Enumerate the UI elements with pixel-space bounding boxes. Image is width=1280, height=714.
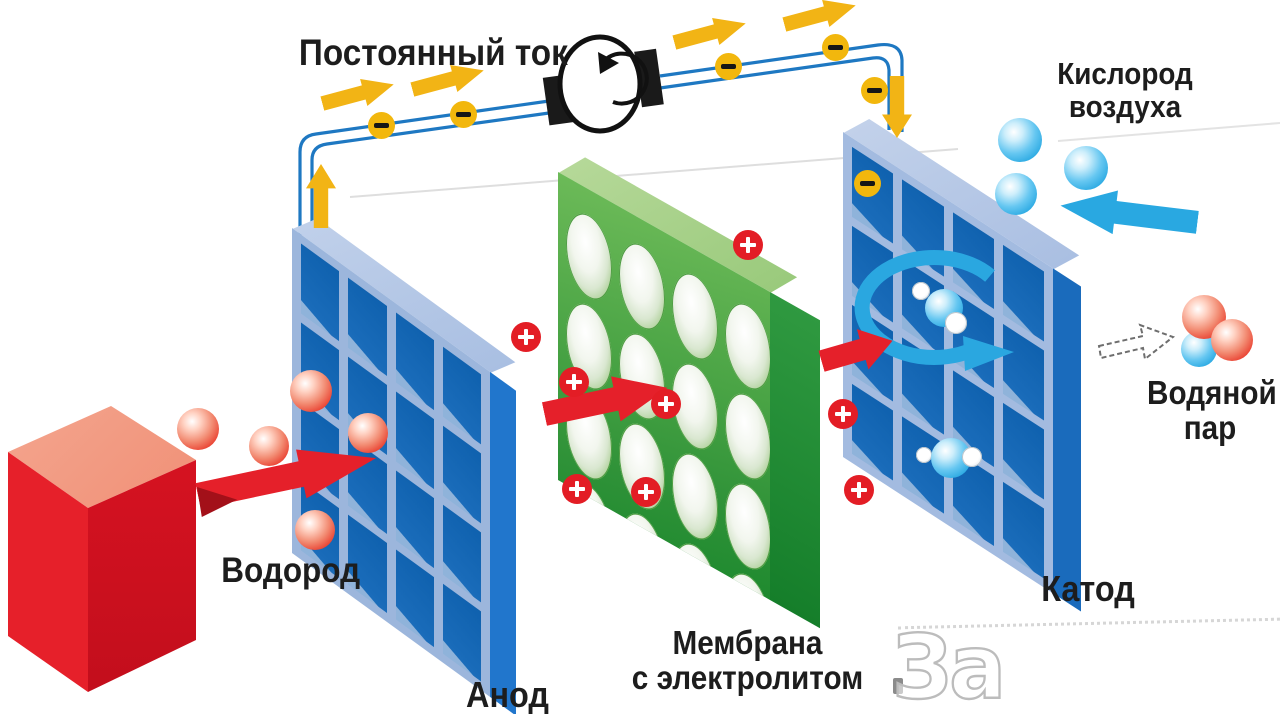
watermark-logo: За рулем xyxy=(891,615,1007,714)
electron-icon xyxy=(854,170,881,197)
proton-icon xyxy=(562,474,592,504)
circulation-arrow-icon xyxy=(854,250,1014,371)
hydrogen-molecule xyxy=(290,370,332,412)
proton-icon xyxy=(631,477,661,507)
motor-icon xyxy=(542,34,664,134)
electron-icon xyxy=(861,77,888,104)
cathode-label: Катод xyxy=(1041,568,1135,609)
anode-label: Анод xyxy=(466,674,549,714)
electron-icon xyxy=(715,53,742,80)
hydrogen-molecule xyxy=(295,510,335,550)
wire xyxy=(298,42,904,240)
proton-icon xyxy=(733,230,763,260)
oxygen-molecule xyxy=(995,173,1037,215)
proton-icon xyxy=(828,399,858,429)
proton-icon xyxy=(844,475,874,505)
hydrogen-label: Водород xyxy=(221,551,361,590)
watermark-mark xyxy=(893,678,903,694)
hydrogen-molecule xyxy=(177,408,219,450)
hydrogen-molecule xyxy=(249,426,289,466)
proton-icon xyxy=(511,322,541,352)
electron-icon xyxy=(450,101,477,128)
electron-icon xyxy=(822,34,849,61)
oxygen-molecule xyxy=(998,118,1042,162)
proton-icon xyxy=(651,389,681,419)
oxygen-molecule xyxy=(1064,146,1108,190)
hydrogen-molecule xyxy=(348,413,388,453)
hydrogen-tank-cube xyxy=(0,400,205,700)
electron-icon xyxy=(368,112,395,139)
direct-current-label: Постоянный ток xyxy=(298,32,568,73)
water-vapor-out-arrow-icon xyxy=(1097,323,1176,361)
proton-icon xyxy=(559,367,589,397)
